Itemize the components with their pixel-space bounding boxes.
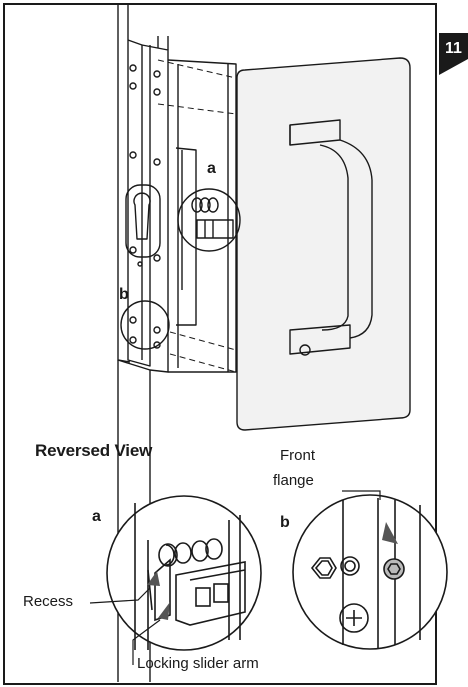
faceplate	[127, 40, 161, 367]
page-frame	[3, 3, 437, 685]
locking-slider-arm-label: Locking slider arm	[137, 655, 259, 672]
detail-b-marker	[120, 300, 170, 350]
front-flange-label-line1: Front	[280, 447, 316, 464]
callout-b-label: b	[119, 286, 129, 303]
alignment-guides	[157, 59, 237, 373]
step-number: 11	[445, 40, 462, 57]
detail-a-label: a	[92, 508, 101, 525]
cylinder-lock-icon	[125, 184, 161, 258]
detail-a-parts	[191, 197, 234, 239]
detail-a-marker	[177, 188, 241, 252]
reversed-view-heading: Reversed View	[35, 441, 153, 460]
pull-handle	[236, 57, 411, 431]
detail-a-enlarged	[106, 495, 262, 651]
front-flange-label-line2: flange	[273, 472, 314, 489]
callout-a-label: a	[207, 160, 216, 177]
detail-b-label: b	[280, 514, 290, 531]
leader-lines	[89, 490, 381, 665]
arrow-icons	[147, 522, 398, 620]
detail-b-enlarged	[292, 494, 448, 650]
recess-label: Recess	[23, 593, 74, 610]
